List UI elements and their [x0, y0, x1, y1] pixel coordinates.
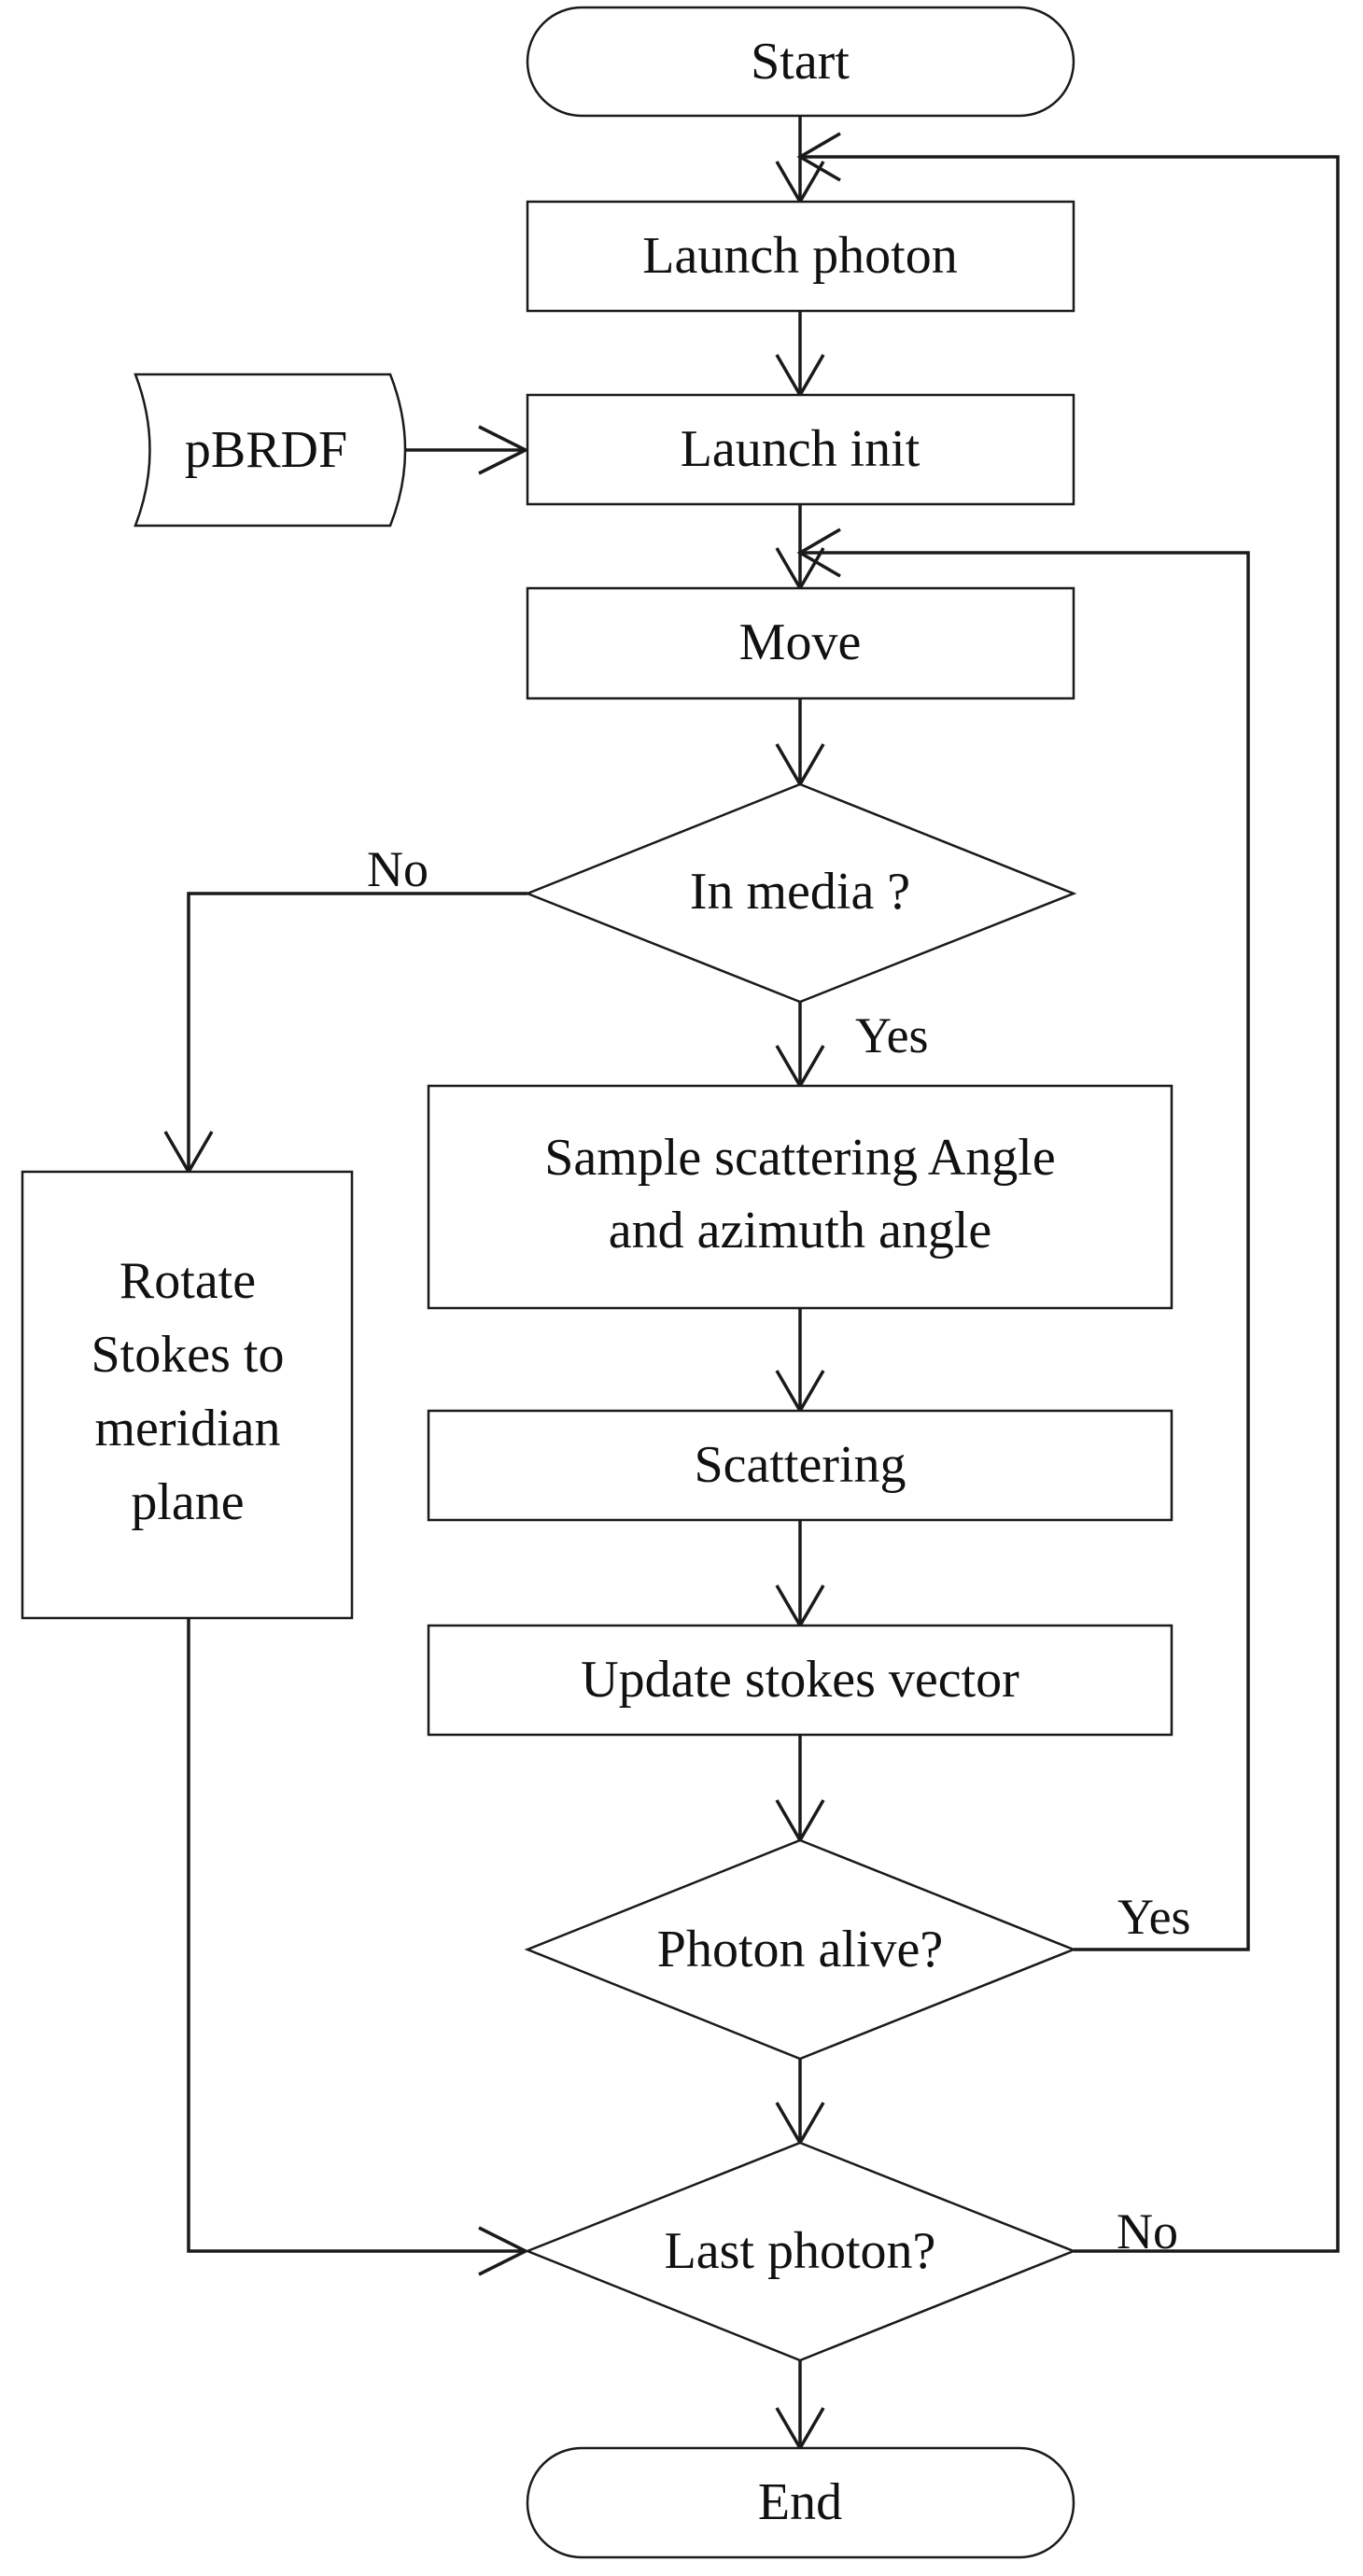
- rotate-label-line3: meridian: [94, 1400, 280, 1457]
- rotate-label-line1: Rotate: [119, 1252, 256, 1310]
- start-node: Start: [526, 6, 1075, 118]
- sample-label-line2: and azimuth angle: [609, 1202, 992, 1260]
- launch-init-node: Launch init: [526, 393, 1075, 506]
- connectors: [163, 116, 1340, 2452]
- in-media-label: In media ?: [690, 863, 910, 921]
- arrowhead: [796, 132, 841, 182]
- move-node: Move: [526, 586, 1075, 700]
- photon-alive-decision: Photon alive?: [524, 1838, 1077, 2061]
- last-photon-label: Last photon?: [665, 2222, 936, 2280]
- move-label: Move: [739, 613, 862, 671]
- connector-rotate-to-last: [187, 1618, 526, 2253]
- last-photon-decision: Last photon?: [524, 2141, 1077, 2362]
- sample-angle-node: Sample scattering Angle and azimuth angl…: [427, 1084, 1173, 1310]
- pbrdf-node: pBRDF: [133, 373, 407, 528]
- update-label: Update stokes vector: [581, 1651, 1019, 1709]
- in-media-decision: In media ?: [524, 782, 1077, 1004]
- in-media-yes-label: Yes: [855, 1007, 929, 1063]
- connector-alive-yes-loop: [800, 551, 1250, 1951]
- launch-photon-node: Launch photon: [526, 200, 1075, 313]
- pbrdf-label: pBRDF: [185, 421, 347, 479]
- last-photon-no-label: No: [1117, 2203, 1178, 2259]
- scattering-node: Scattering: [427, 1409, 1173, 1522]
- rotate-stokes-node: Rotate Stokes to meridian plane: [21, 1170, 354, 1620]
- end-node: End: [526, 2446, 1075, 2559]
- rotate-label-line4: plane: [131, 1473, 244, 1531]
- scattering-label: Scattering: [694, 1436, 906, 1494]
- connector-last-no-loop: [800, 155, 1340, 2253]
- sample-label-line1: Sample scattering Angle: [544, 1129, 1055, 1187]
- rotate-label-line2: Stokes to: [91, 1326, 285, 1384]
- connector-inmedia-no: [187, 892, 527, 1172]
- update-stokes-node: Update stokes vector: [427, 1624, 1173, 1737]
- in-media-no-label: No: [367, 841, 429, 897]
- start-label: Start: [751, 33, 850, 91]
- arrowhead: [478, 425, 529, 475]
- photon-alive-yes-label: Yes: [1117, 1889, 1191, 1945]
- launch-init-label: Launch init: [681, 420, 920, 478]
- arrowhead: [796, 528, 841, 578]
- end-label: End: [758, 2473, 842, 2531]
- photon-alive-label: Photon alive?: [657, 1921, 943, 1978]
- launch-photon-label: Launch photon: [642, 227, 957, 285]
